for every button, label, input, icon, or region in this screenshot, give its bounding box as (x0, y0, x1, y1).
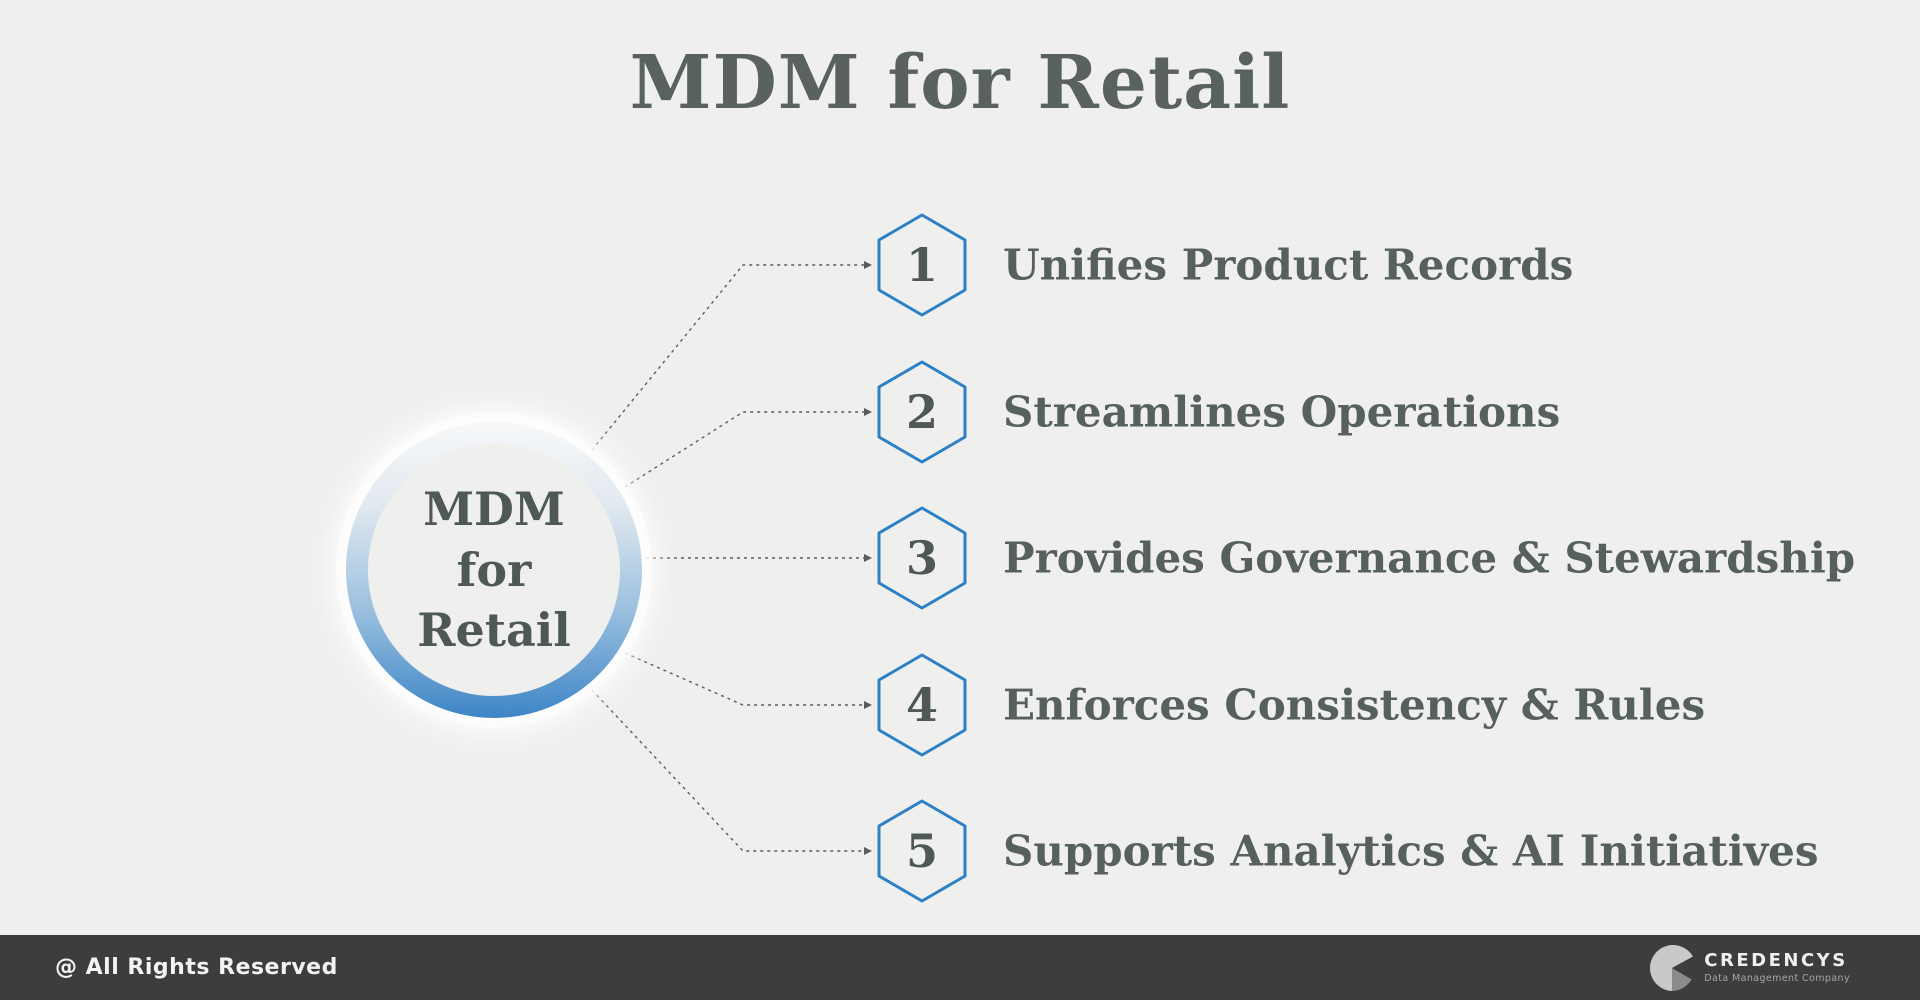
central-label-line2: for (456, 542, 532, 597)
step-number: 4 (905, 678, 938, 732)
central-circle-label: MDM for Retail (417, 479, 571, 661)
hexagon-icon (877, 506, 967, 610)
copyright-text: @ All Rights Reserved (55, 955, 338, 980)
footer-bar: @ All Rights Reserved CREDENCYS Data Man… (0, 935, 1920, 1000)
step-number: 1 (905, 238, 938, 292)
hexagon-icon (877, 213, 967, 317)
central-circle-face: MDM for Retail (368, 444, 620, 696)
hexagon-step-2: 2 (877, 360, 967, 464)
central-circle: MDM for Retail (346, 422, 642, 718)
step-label: Supports Analytics & AI Initiatives (1003, 826, 1819, 876)
step-number: 3 (905, 531, 938, 585)
brand-tagline: Data Management Company (1704, 972, 1850, 984)
hexagon-step-1: 1 (877, 213, 967, 317)
step-label: Provides Governance & Stewardship (1003, 533, 1856, 583)
step-label: Unifies Product Records (1003, 240, 1574, 290)
brand-block: CREDENCYS Data Management Company (1649, 944, 1850, 991)
step-number: 5 (905, 824, 938, 878)
hexagon-step-5: 5 (877, 799, 967, 903)
credencys-logo-icon (1650, 944, 1694, 991)
central-label-line3: Retail (417, 603, 571, 658)
hexagon-step-4: 4 (877, 653, 967, 757)
page-title: MDM for Retail (629, 40, 1291, 126)
hexagon-step-3: 3 (877, 506, 967, 610)
hexagon-icon (877, 653, 967, 757)
hexagon-icon (877, 799, 967, 903)
central-label-line1: MDM (423, 481, 565, 536)
brand-text: CREDENCYS Data Management Company (1704, 951, 1850, 984)
step-label: Streamlines Operations (1003, 387, 1561, 437)
step-number: 2 (905, 385, 938, 439)
hexagon-icon (877, 360, 967, 464)
brand-name: CREDENCYS (1704, 950, 1848, 972)
step-label: Enforces Consistency & Rules (1003, 680, 1706, 730)
